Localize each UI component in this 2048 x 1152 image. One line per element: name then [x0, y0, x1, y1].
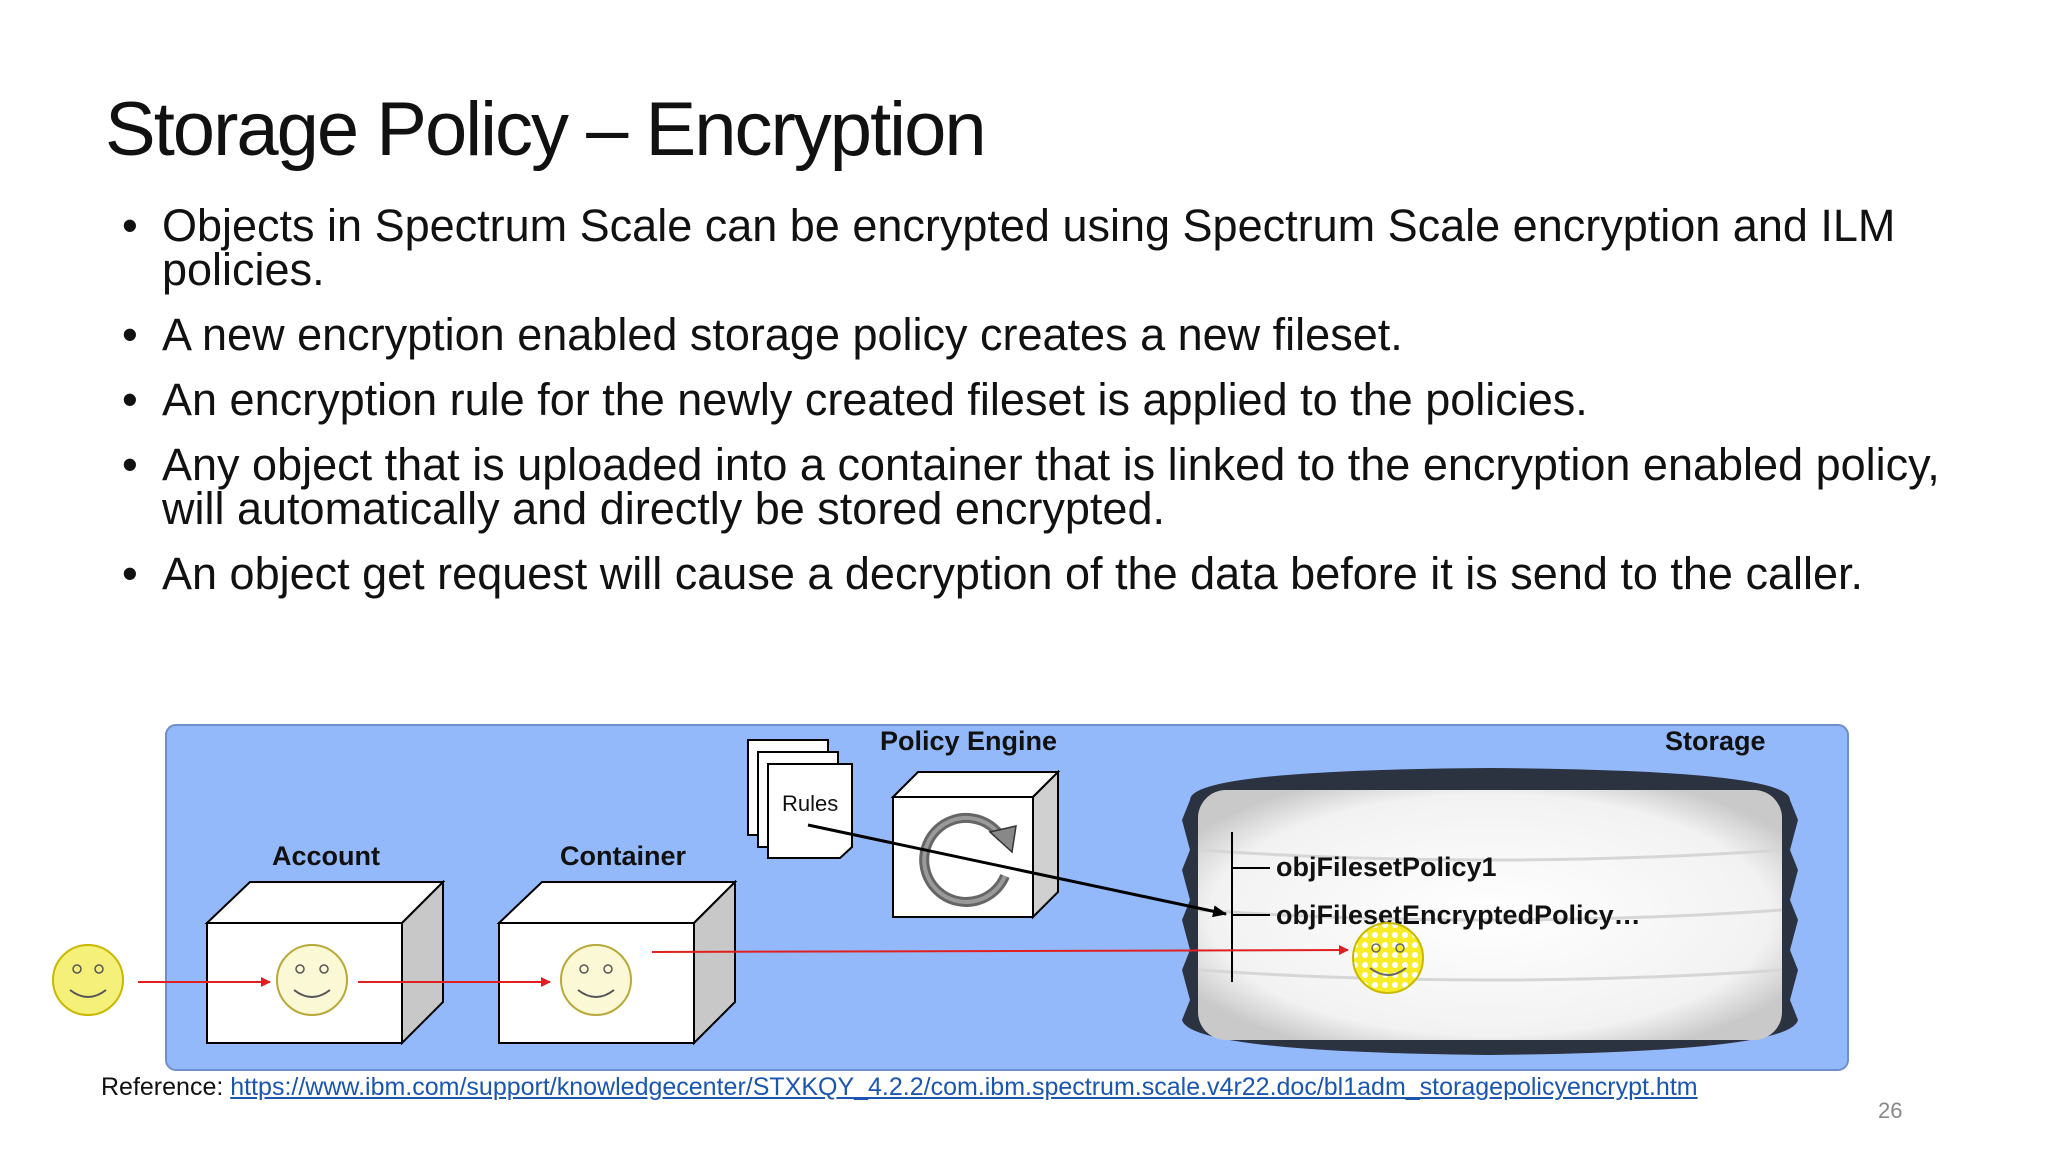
storage-cylinder: [1182, 768, 1798, 1055]
rules-document-icon: [747, 739, 853, 859]
container-box: [496, 879, 738, 1046]
user-face-icon: [52, 944, 124, 1016]
rule-arrow: [807, 823, 1227, 918]
container-to-storage-arrow: [651, 945, 1349, 956]
reference-link[interactable]: https://www.ibm.com/support/knowledgecen…: [230, 1073, 1698, 1101]
bullet-item: Objects in Spectrum Scale can be encrypt…: [122, 203, 1982, 292]
account-label: Account: [272, 841, 380, 871]
encrypted-object-face-icon: [1352, 922, 1424, 994]
bullet-item: Any object that is uploaded into a conta…: [122, 442, 1982, 531]
policy-engine-box: [890, 769, 1061, 920]
bullet-item: An object get request will cause a decry…: [122, 551, 1982, 596]
fileset-encrypted-policy-label: objFilesetEncryptedPolicy…: [1276, 900, 1641, 930]
reference-line: Reference: https://www.ibm.com/support/k…: [101, 1073, 1698, 1102]
page-number: 26: [1878, 1098, 1903, 1123]
container-label: Container: [560, 841, 687, 871]
bullet-list: Objects in Spectrum Scale can be encrypt…: [122, 203, 1982, 617]
storage-label: Storage: [1665, 726, 1766, 756]
reference-label: Reference:: [101, 1073, 224, 1101]
bullet-item: A new encryption enabled storage policy …: [122, 312, 1982, 357]
fileset-policy1-label: objFilesetPolicy1: [1276, 852, 1497, 882]
slide-title: Storage Policy – Encryption: [105, 87, 987, 172]
rules-label: Rules: [782, 791, 838, 816]
bullet-item: An encryption rule for the newly created…: [122, 377, 1982, 422]
account-box: [204, 879, 446, 1046]
policy-engine-label: Policy Engine: [880, 726, 1057, 756]
